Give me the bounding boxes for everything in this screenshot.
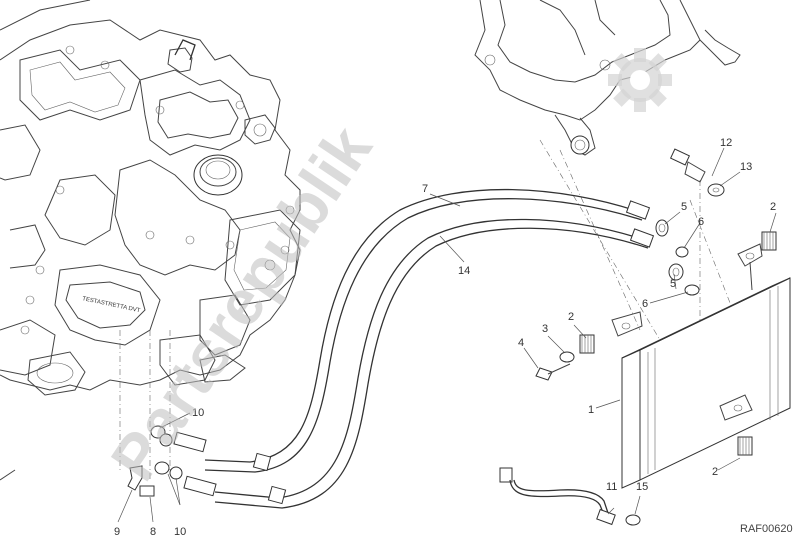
callout-2-bottom: 2 bbox=[712, 466, 718, 478]
callout-5-top: 5 bbox=[681, 201, 687, 213]
frame-bracket bbox=[474, 0, 741, 156]
callout-10-top: 10 bbox=[192, 407, 204, 419]
callout-1: 1 bbox=[588, 404, 594, 416]
callout-13: 13 bbox=[740, 161, 752, 173]
callout-4: 4 bbox=[518, 337, 524, 349]
callout-15: 15 bbox=[636, 481, 648, 493]
watermark: Partsrepublik bbox=[97, 48, 672, 493]
left-fittings bbox=[127, 425, 183, 497]
oil-cooler bbox=[611, 243, 791, 489]
oil-hoses bbox=[173, 188, 655, 509]
callout-8: 8 bbox=[150, 526, 156, 538]
callout-10-bottom: 10 bbox=[174, 526, 186, 538]
callout-11: 11 bbox=[606, 481, 617, 493]
callout-6-bottom: 6 bbox=[642, 298, 648, 310]
drawing-code: RAF00620 bbox=[740, 523, 793, 535]
callout-5-bottom: 5 bbox=[670, 278, 676, 290]
sensor-cable bbox=[499, 467, 641, 526]
callout-2-top: 2 bbox=[770, 201, 776, 213]
callout-3: 3 bbox=[542, 323, 548, 335]
leader-lines bbox=[117, 147, 777, 523]
callout-14: 14 bbox=[458, 265, 470, 277]
callout-9: 9 bbox=[114, 526, 120, 538]
gear-logo-icon bbox=[608, 48, 672, 112]
callout-12: 12 bbox=[720, 137, 732, 149]
callout-labels: 1 2 2 2 3 4 5 5 6 6 7 8 9 10 10 11 12 13… bbox=[114, 137, 776, 538]
callout-7: 7 bbox=[422, 183, 428, 195]
callout-2-mid: 2 bbox=[568, 311, 574, 323]
cooler-fittings bbox=[535, 148, 777, 456]
callout-6-top: 6 bbox=[698, 216, 704, 228]
engine-plate-text: TESTASTRETTA DVT bbox=[82, 296, 141, 314]
